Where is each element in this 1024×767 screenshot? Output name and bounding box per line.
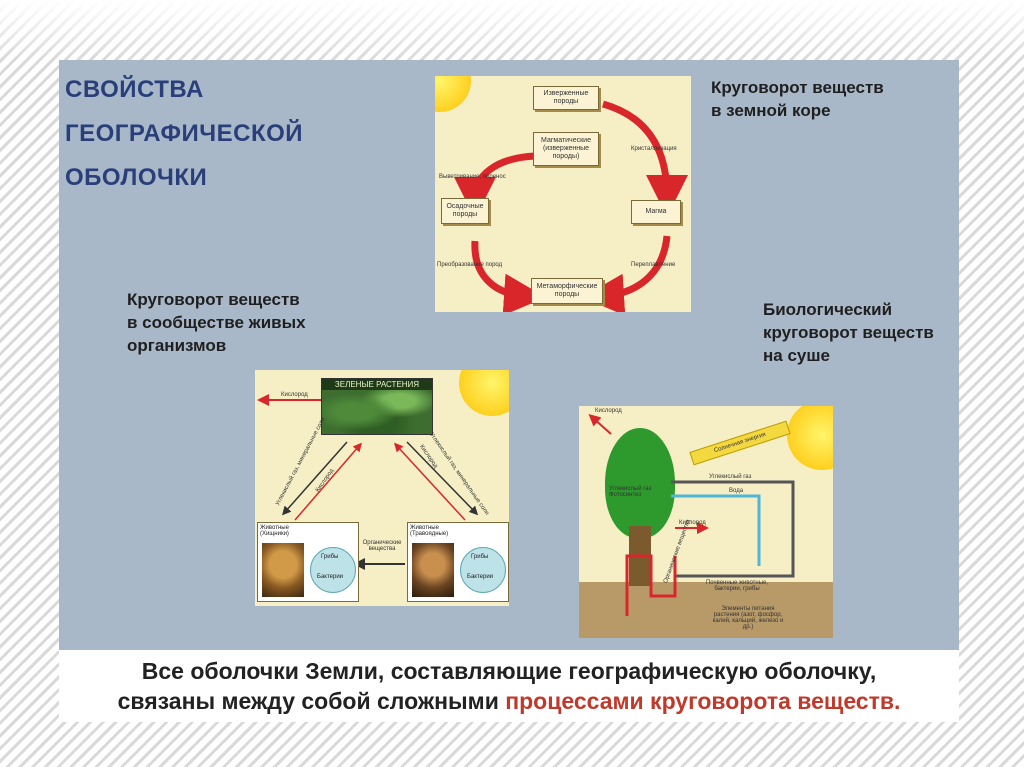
organism-heading-line-3: организмов xyxy=(127,336,227,355)
box-magmatic: Магматические (изверженные породы) xyxy=(533,132,599,166)
fungi-label: Грибы xyxy=(321,554,339,560)
label-crystallization: Кристаллизация xyxy=(631,146,677,152)
caption-highlight: процессами круговорота веществ. xyxy=(505,688,901,714)
herbivore-image xyxy=(412,543,454,597)
crust-cycle-arrows xyxy=(454,100,688,312)
bio-heading-line-2: круговорот веществ xyxy=(763,323,934,342)
organism-cycle-heading: Круговорот веществ в сообществе живых ор… xyxy=(127,288,367,357)
label-oxygen-top: Кислород xyxy=(595,408,622,414)
bio-heading-line-3: на суше xyxy=(763,346,830,365)
predator-image xyxy=(262,543,304,597)
arrow-weathering xyxy=(454,152,536,219)
box-sedimentary: Осадочные породы xyxy=(441,198,489,224)
label-decomposers: Почвенные животные, бактерии, грибы xyxy=(705,580,769,592)
arrow-remelting xyxy=(582,235,671,312)
label-water: Вода xyxy=(729,488,744,494)
green-plants-photo: ЗЕЛЕНЫЕ РАСТЕНИЯ xyxy=(321,378,433,435)
predators-card: Животные (Хищники) Грибы Бактерии xyxy=(257,522,359,602)
label-oxygen: Кислород xyxy=(281,392,308,398)
caption-line-2-prefix: связаны между собой сложными xyxy=(117,688,506,714)
arrow-crystallization xyxy=(602,100,688,217)
label-weathering: Выветривание, перенос xyxy=(439,174,506,180)
background-fade xyxy=(0,0,1024,60)
crust-cycle-heading: Круговорот веществ в земной коре xyxy=(711,76,951,122)
fungi-label-2: Грибы xyxy=(471,554,489,560)
slide: СВОЙСТВА ГЕОГРАФИЧЕСКОЙ ОБОЛОЧКИ Изверже… xyxy=(59,60,959,722)
caption-line-1: Все оболочки Земли, составляющие географ… xyxy=(141,658,877,684)
predators-label: Животные (Хищники) xyxy=(260,525,289,537)
herbivores-label: Животные (Травоядные) xyxy=(410,525,449,537)
crust-cycle-panel: Изверженные породы Магматические (изверж… xyxy=(435,76,691,312)
caption-line-2: связаны между собой сложными процессами … xyxy=(59,686,959,716)
bacteria-label-2: Бактерии xyxy=(467,574,494,580)
organism-cycle-arrows xyxy=(257,394,479,570)
crust-heading-line-1: Круговорот веществ xyxy=(711,78,884,97)
bacteria-label: Бактерии xyxy=(317,574,344,580)
label-co2: Углекислый газ xyxy=(709,474,752,480)
bio-heading-line-1: Биологический xyxy=(763,300,893,319)
organism-heading-line-2: в сообществе живых xyxy=(127,313,306,332)
decomposers-circle: Грибы Бактерии xyxy=(310,547,356,593)
organism-cycle-panel: ЗЕЛЕНЫЕ РАСТЕНИЯ Кислород Углекислый газ… xyxy=(255,370,509,606)
caption-band: Все оболочки Земли, составляющие географ… xyxy=(59,650,959,722)
tree-crown xyxy=(605,428,675,538)
label-oxygen-mid: Кислород xyxy=(679,520,706,526)
organism-heading-line-1: Круговорот веществ xyxy=(127,290,300,309)
slide-title: СВОЙСТВА ГЕОГРАФИЧЕСКОЙ ОБОЛОЧКИ xyxy=(65,68,425,200)
soil-layer xyxy=(579,582,833,638)
title-line-2: ОБОЛОЧКИ xyxy=(65,164,208,191)
title-line-1: СВОЙСТВА ГЕОГРАФИЧЕСКОЙ xyxy=(65,76,304,147)
box-magma: Магма xyxy=(631,200,681,224)
label-nutrients: Элементы питания растения (азот, фосфор,… xyxy=(712,606,784,630)
bio-cycle-heading: Биологический круговорот веществ на суше xyxy=(763,298,963,367)
label-remelting: Переплавление xyxy=(631,262,676,268)
label-transformation: Преобразование пород xyxy=(437,262,503,268)
label-co2-photosynthesis: Углекислый газ Фотосинтез xyxy=(609,486,652,498)
box-igneous-top: Изверженные породы xyxy=(533,86,599,110)
green-plants-title: ЗЕЛЕНЫЕ РАСТЕНИЯ xyxy=(322,379,432,390)
bio-cycle-panel: Солнечная энергия Кислород Углекислый га… xyxy=(579,406,833,638)
bio-cycle-arrows xyxy=(588,414,795,616)
arrow-transformation xyxy=(471,240,546,312)
label-organic-matter: Органические вещества xyxy=(362,540,402,552)
herbivores-card: Животные (Травоядные) Грибы Бактерии xyxy=(407,522,509,602)
box-metamorphic: Метаморфические породы xyxy=(531,278,603,304)
crust-heading-line-2: в земной коре xyxy=(711,101,831,120)
decomposers-circle-2: Грибы Бактерии xyxy=(460,547,506,593)
